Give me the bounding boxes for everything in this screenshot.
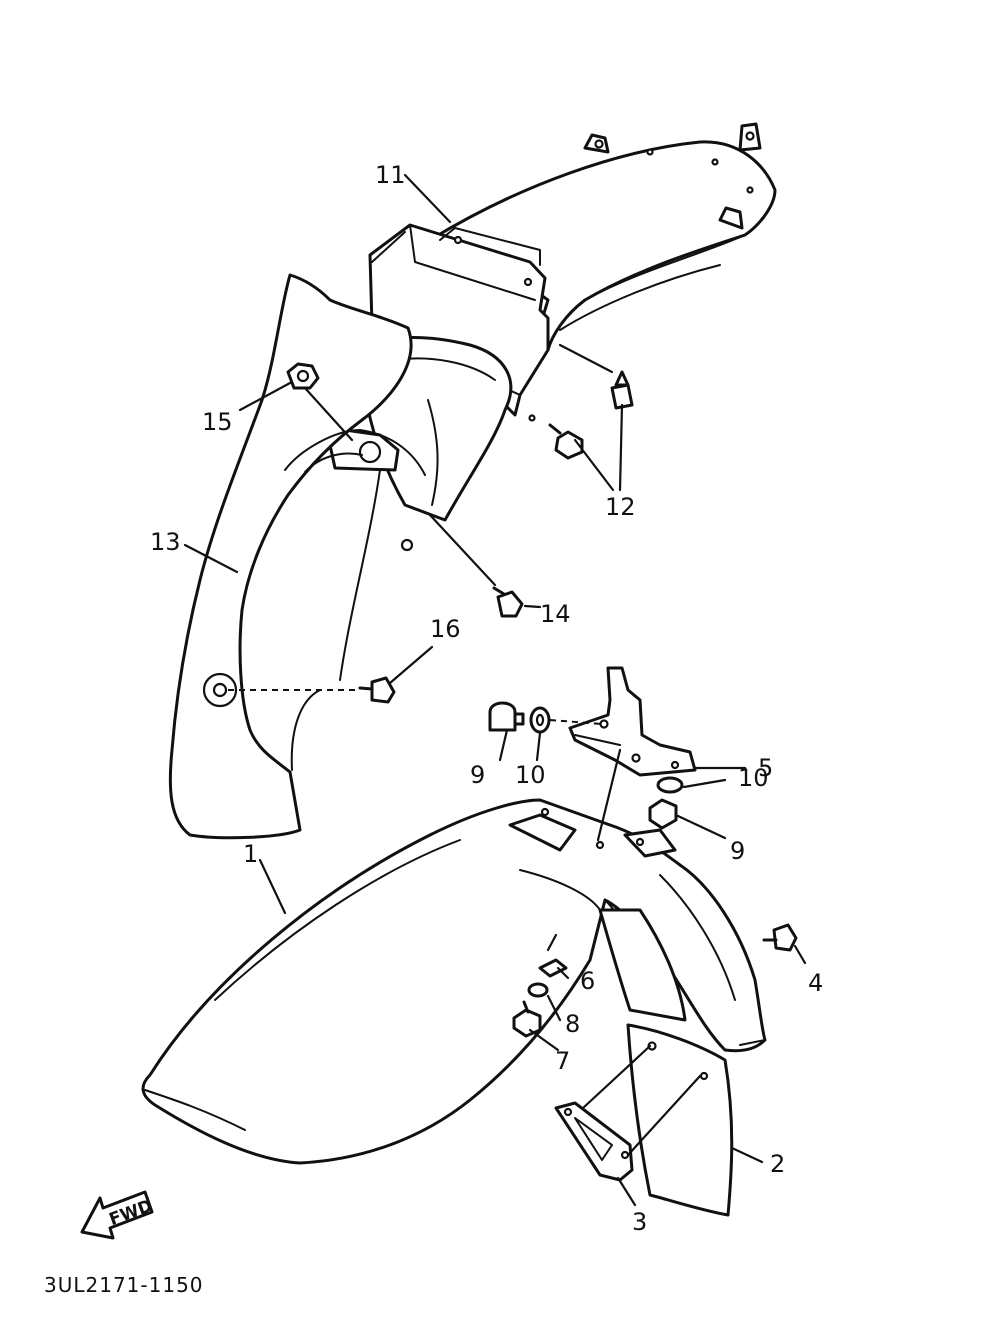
nut-part-15 xyxy=(286,362,320,390)
callout-6: 6 xyxy=(580,967,595,995)
callout-5: 5 xyxy=(758,754,773,782)
callout-10-left: 10 xyxy=(515,761,546,789)
washer-part-6 xyxy=(538,958,568,978)
callout-16: 16 xyxy=(430,615,461,643)
callout-1: 1 xyxy=(243,840,258,868)
washer-part-10-left xyxy=(529,706,551,734)
bolt-part-16 xyxy=(358,676,396,704)
callout-8: 8 xyxy=(565,1010,580,1038)
callout-9-right: 9 xyxy=(730,837,745,865)
bolt-part-12-lower xyxy=(548,423,584,460)
stay-part-5 xyxy=(568,666,697,777)
callout-7: 7 xyxy=(555,1047,570,1075)
bolt-part-9-left xyxy=(488,701,525,732)
callout-2: 2 xyxy=(770,1150,785,1178)
washer-part-8 xyxy=(527,982,549,998)
bolt-part-12-upper xyxy=(610,370,634,410)
callout-11: 11 xyxy=(375,161,406,189)
washer-part-10-right xyxy=(656,776,684,794)
bolt-part-4 xyxy=(762,923,798,952)
callout-13: 13 xyxy=(150,528,181,556)
fasteners xyxy=(286,362,798,1038)
callout-9-left: 9 xyxy=(470,761,485,789)
bolt-part-9-right xyxy=(648,798,678,830)
plate-part-2 xyxy=(626,1023,734,1217)
front-fender-part-1 xyxy=(141,798,767,1165)
callout-labels: 1 2 3 4 5 6 7 8 9 9 10 10 11 12 13 14 15… xyxy=(150,161,823,1236)
rear-flap-part-13 xyxy=(168,273,426,840)
bolt-part-14 xyxy=(492,586,524,618)
callout-14: 14 xyxy=(540,600,571,628)
callout-15: 15 xyxy=(202,408,233,436)
callout-10-right: 10 xyxy=(738,764,769,792)
bracket-part-3 xyxy=(554,1101,634,1182)
drawing-code: 3UL2171-1150 xyxy=(44,1273,204,1297)
callout-12: 12 xyxy=(605,493,636,521)
leader-lines xyxy=(183,173,807,1207)
bolt-part-7 xyxy=(512,1000,542,1038)
callout-4: 4 xyxy=(808,969,823,997)
forward-direction-arrow: FWD xyxy=(80,1190,155,1240)
callout-3: 3 xyxy=(632,1208,647,1236)
rear-fender-part-11 xyxy=(328,122,777,522)
